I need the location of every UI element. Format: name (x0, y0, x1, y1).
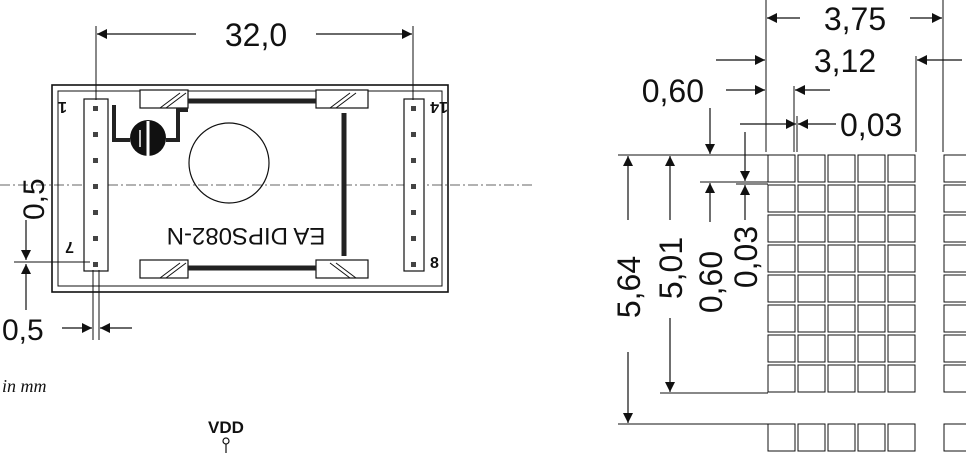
clip-bottom-left (139, 259, 189, 279)
pixel-cell (767, 244, 796, 273)
pixel-cell-next-char (943, 304, 966, 333)
pixel-cell (827, 244, 856, 273)
pixel-cell (767, 154, 796, 183)
pixel-cell (797, 244, 826, 273)
pixel-cell (827, 364, 856, 393)
clip-top-right (315, 89, 369, 109)
pin8-label: 8 (430, 255, 439, 272)
pixel-cell (827, 154, 856, 183)
pixel-cell (857, 154, 886, 183)
pixel-cell-next-char (943, 244, 966, 273)
pixel-cell (827, 304, 856, 333)
char-width-dimension: 3,75 (824, 1, 886, 37)
pixel-cell-next-char (943, 364, 966, 393)
clip-top-left (139, 89, 189, 109)
pixel-cell (797, 154, 826, 183)
character-detail: 3,75 3,12 0,60 0,03 5,64 5,01 0,60 0,03 (611, 0, 966, 452)
pin7-label: 7 (65, 238, 74, 255)
pixel-cell (767, 184, 796, 213)
pixel-cell (857, 244, 886, 273)
width-dimension: 32,0 (225, 17, 287, 53)
pixel-cell (797, 274, 826, 303)
pixel-gap-v-dimension: 0,03 (728, 226, 764, 288)
pixel-cell (857, 214, 886, 243)
pixel-cell-next-char (943, 334, 966, 363)
pixel-cell (857, 274, 886, 303)
pixel-cell (827, 334, 856, 363)
char-height-dimension: 5,64 (611, 256, 647, 318)
pixel-cell (797, 214, 826, 243)
pixel-span-dimension: 3,12 (814, 43, 876, 79)
pixel-cell (887, 214, 916, 243)
component-symbol (112, 105, 188, 156)
vdd-terminal (222, 437, 230, 445)
mounting-circle (188, 122, 270, 204)
vdd-label: VDD (208, 418, 244, 437)
pixel-gap-dimension: 0,03 (840, 107, 902, 143)
pixel-cell (887, 364, 916, 393)
offset-v-dimension: 0,5 (18, 178, 51, 220)
pixel-cell-next-char (943, 184, 966, 213)
pixel-cell-next-char (943, 154, 966, 183)
pixel-cell (827, 184, 856, 213)
pixel-cell (857, 304, 886, 333)
pixel-cell (797, 364, 826, 393)
pixel-cell (827, 423, 856, 452)
module-drawing: 1 14 7 8 EA DIPS082-N 32,0 0,5 0,5 in mm… (0, 17, 532, 453)
silkscreen-label: EA DIPS082-N (167, 222, 326, 249)
pin-header-right-pins (411, 106, 416, 267)
pixel-cell (887, 334, 916, 363)
clip-bottom-right (315, 259, 369, 279)
pixel-cell (827, 274, 856, 303)
pixel-grid (767, 154, 966, 452)
pixel-cell (797, 184, 826, 213)
board-outline-inner (57, 90, 443, 287)
offset-h-dimension: 0,5 (2, 314, 44, 347)
pixel-cell (887, 154, 916, 183)
pixel-cell (857, 364, 886, 393)
pin14-label: 14 (430, 98, 448, 115)
pixel-cell (767, 423, 796, 452)
pixel-cell (827, 214, 856, 243)
pixel-cell (857, 423, 886, 452)
pixel-cell-next-char (943, 274, 966, 303)
pixel-cell (767, 364, 796, 393)
pixel-cell (767, 214, 796, 243)
pixel-cell (887, 184, 916, 213)
pixel-cell-next-char (943, 214, 966, 243)
pixel-cell (887, 274, 916, 303)
matrix-height-dimension: 5,01 (653, 237, 689, 299)
pixel-pitch-v-dimension: 0,60 (693, 251, 729, 313)
pixel-cell (857, 334, 886, 363)
pin-header-left-pins (93, 106, 98, 267)
pixel-cell (767, 274, 796, 303)
pixel-cell (887, 304, 916, 333)
board-outline-outer (51, 84, 449, 293)
pixel-cell (767, 334, 796, 363)
pixel-pitch-dimension: 0,60 (642, 73, 704, 109)
pixel-cell-next-char (943, 423, 966, 452)
pixel-cell (857, 184, 886, 213)
pixel-cell (767, 304, 796, 333)
pixel-cell (797, 423, 826, 452)
pixel-cell (797, 334, 826, 363)
pixel-cell (887, 244, 916, 273)
pin1-label: 1 (58, 98, 67, 115)
pixel-cell (887, 423, 916, 452)
units-note: in mm (2, 376, 47, 396)
pixel-cell (797, 304, 826, 333)
